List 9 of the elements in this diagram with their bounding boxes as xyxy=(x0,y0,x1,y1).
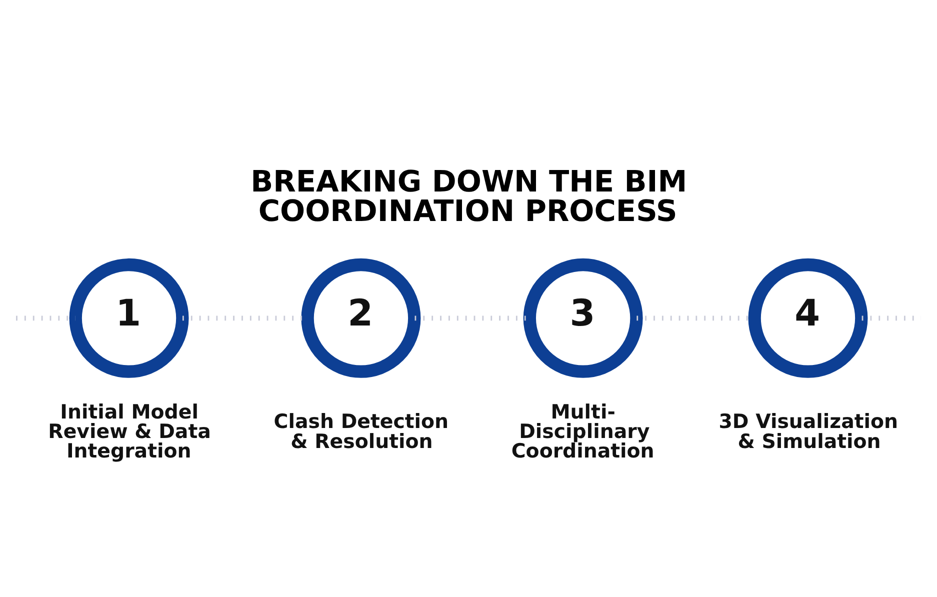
node-circle: 2 xyxy=(301,258,421,378)
node-circle: 4 xyxy=(748,258,868,378)
node-label: Clash Detection & Resolution xyxy=(274,410,449,453)
node-label: Multi-Disciplinary Coordination xyxy=(511,400,654,463)
node-label: 3D Visualization & Simulation xyxy=(718,410,898,453)
node-circle: 3 xyxy=(523,258,643,378)
node-label: Initial Model Review & Data Integration xyxy=(48,400,211,463)
diagram-title: BREAKING DOWN THE BIM COORDINATION PROCESS xyxy=(250,164,688,228)
node-circle: 1 xyxy=(69,258,189,378)
